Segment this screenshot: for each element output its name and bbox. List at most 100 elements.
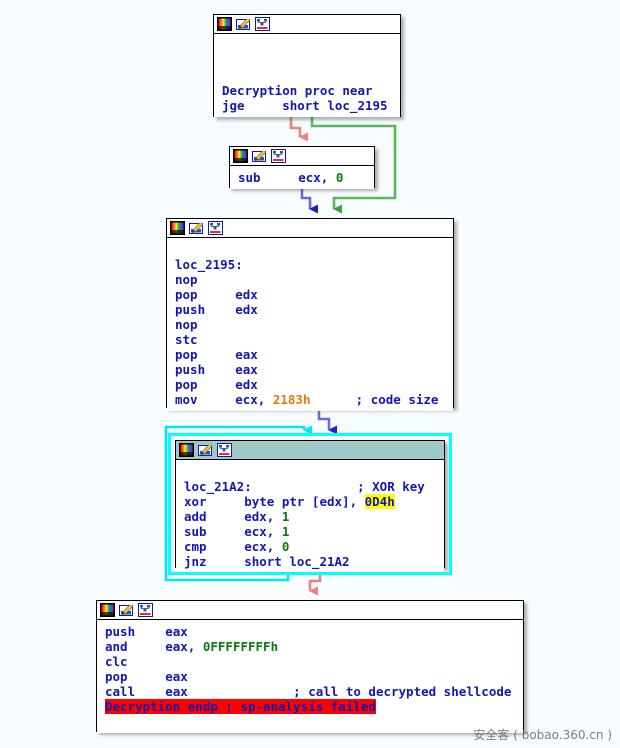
graph-layout-icon[interactable] [208,221,223,235]
asm-line: cmp ecx, 0 [176,539,444,554]
asm-line: pop edx [167,287,453,302]
edge-entry-false-to-sub [289,117,308,142]
edge-sub-to-loc2195 [300,188,318,214]
edit-pencil-icon[interactable] [189,221,204,235]
color-palette-icon[interactable] [179,443,194,457]
asm-line: and eax, 0FFFFFFFFh [97,639,523,654]
edit-pencil-icon[interactable] [119,603,134,617]
asm-token: Decryption proc near [222,83,373,98]
asm-token: pop edx [175,287,258,302]
asm-token: sub ecx, [184,524,282,539]
asm-line [97,714,523,729]
asm-token: 0 [281,539,290,554]
asm-token: jnz short loc_21A2 [184,554,350,569]
asm-line [176,464,444,479]
asm-token: loc_21A2: [184,479,252,494]
asm-token: nop [175,272,198,287]
asm-token: sub ecx, [238,170,336,185]
asm-line: add edx, 1 [176,509,444,524]
graph-node-sub-ecx[interactable]: sub ecx, 0 [229,146,375,189]
graph-layout-icon[interactable] [217,443,232,457]
asm-line: mov ecx, 2183h ; code size [167,392,453,407]
asm-line: push eax [167,362,453,377]
asm-token: 1 [281,524,290,539]
asm-token: ; code size [310,392,439,407]
asm-line [214,38,400,53]
asm-line: loc_21A2: ; XOR key [176,479,444,494]
asm-token: pop edx [175,377,258,392]
asm-token: loc_2195: [175,257,243,272]
asm-token: push eax [175,362,258,377]
asm-token: jge short loc_2195 [222,98,388,113]
asm-token: pop eax [175,347,258,362]
asm-line: pop eax [167,347,453,362]
color-palette-icon[interactable] [233,149,248,163]
asm-line: sub ecx, 1 [176,524,444,539]
node-titlebar[interactable] [97,601,523,620]
node-titlebar[interactable] [214,15,400,34]
asm-line: Decryption endp ; sp-analysis failed [97,699,523,714]
edit-pencil-icon[interactable] [236,17,251,31]
asm-token: cmp ecx, [184,539,282,554]
graph-layout-icon[interactable] [255,17,270,31]
color-palette-icon[interactable] [170,221,185,235]
asm-token: 1 [281,509,290,524]
asm-token: 0 [335,170,344,185]
asm-token: nop [175,317,198,332]
color-palette-icon[interactable] [100,603,115,617]
asm-line: xor byte ptr [edx], 0D4h [176,494,444,509]
node-titlebar[interactable] [167,219,453,238]
asm-token: add edx, [184,509,282,524]
asm-line: push edx [167,302,453,317]
node-titlebar[interactable] [230,147,374,166]
asm-line: Decryption proc near [214,83,400,98]
asm-token [222,38,230,53]
color-palette-icon[interactable] [217,17,232,31]
edit-pencil-icon[interactable] [198,443,213,457]
asm-token [222,53,230,68]
asm-line: clc [97,654,523,669]
asm-token: mov ecx, [175,392,273,407]
asm-line: push eax [97,624,523,639]
asm-token [175,242,183,257]
asm-line [167,242,453,257]
asm-token: 2183h [272,392,311,407]
graph-layout-icon[interactable] [271,149,286,163]
asm-line: call eax ; call to decrypted shellcode [97,684,523,699]
asm-line: nop [167,317,453,332]
asm-token: ; XOR key [251,479,425,494]
asm-token: 0FFFFFFFFh [202,639,279,654]
asm-line: loc_2195: [167,257,453,272]
asm-token: xor byte ptr [edx], [184,494,365,509]
asm-line: stc [167,332,453,347]
asm-token: and eax, [105,639,203,654]
asm-line: pop edx [167,377,453,392]
edge-loc21a2-to-tail [308,572,322,596]
asm-token: clc [105,654,128,669]
node-titlebar[interactable] [176,441,444,460]
asm-token: ; call to decrypted shellcode [187,684,512,699]
node-body: sub ecx, 0 [230,166,374,189]
asm-token [184,464,192,479]
asm-token: Decryption endp ; sp-analysis failed [105,699,376,714]
asm-token: push eax [105,624,188,639]
asm-token: pop eax [105,669,188,684]
asm-line: jnz short loc_21A2 [176,554,444,569]
asm-line: jge short loc_2195 [214,98,400,113]
asm-line [214,68,400,83]
edit-pencil-icon[interactable] [252,149,267,163]
asm-token [105,714,113,729]
edge-loc2195-to-loc21a2 [317,411,337,435]
asm-token: call eax [105,684,188,699]
asm-token: push edx [175,302,258,317]
graph-layout-icon[interactable] [138,603,153,617]
